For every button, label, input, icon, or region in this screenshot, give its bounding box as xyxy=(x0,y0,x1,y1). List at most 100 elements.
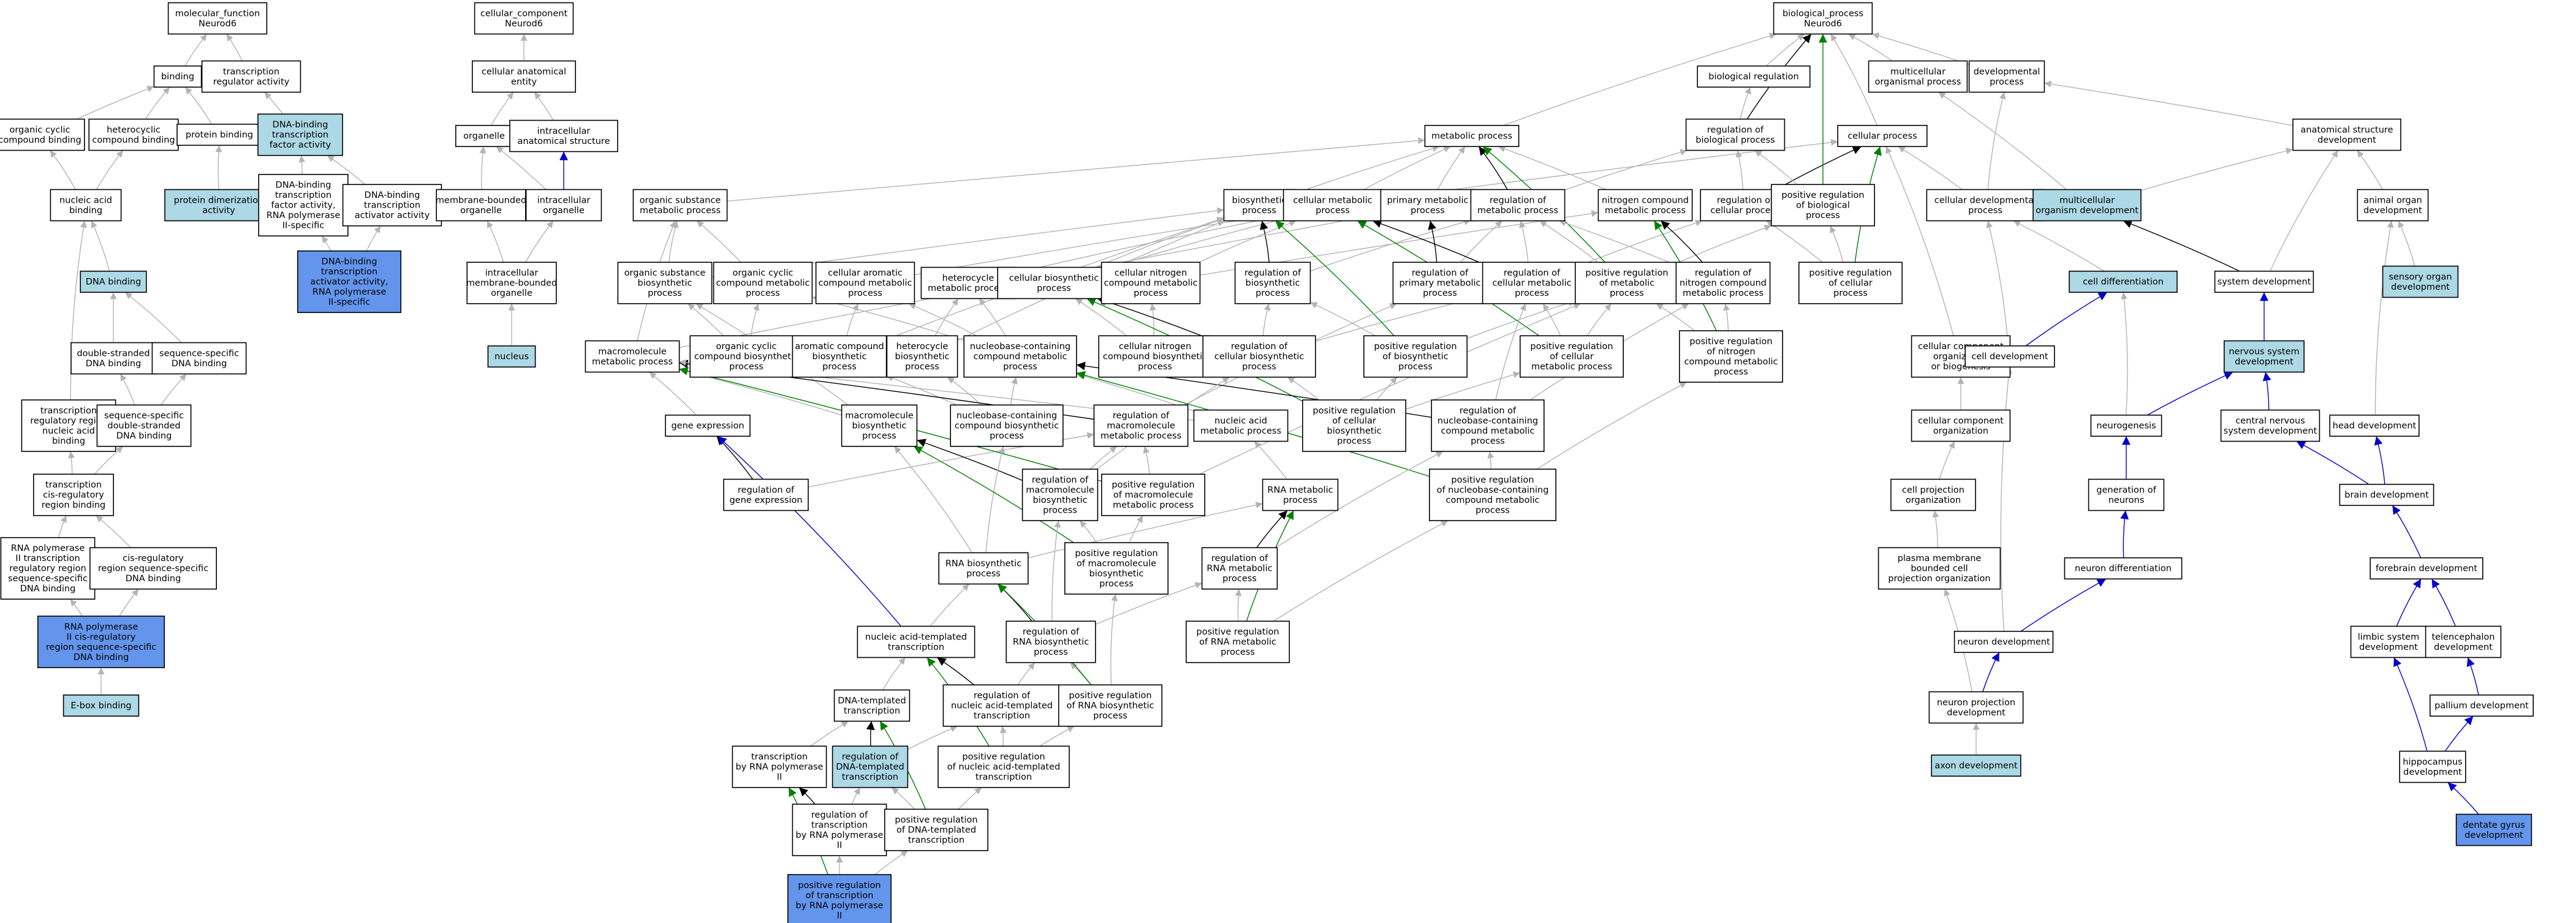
go-node-regnbcmp[interactable]: regulation ofnucleobase-containingcompou… xyxy=(1431,399,1545,452)
go-node-ebox[interactable]: E-box binding xyxy=(63,694,140,717)
go-node-regmacrobp[interactable]: regulation ofmacromoleculebiosyntheticpr… xyxy=(1021,469,1099,521)
go-node-pb[interactable]: protein binding xyxy=(176,123,262,146)
go-node-cellproc[interactable]: cellular process xyxy=(1837,124,1928,148)
go-node-neurondiff[interactable]: neuron differentiation xyxy=(2064,557,2183,580)
go-node-metab[interactable]: metabolic process xyxy=(1424,124,1520,148)
go-node-organelle[interactable]: organelle xyxy=(455,124,513,148)
go-node-sysdev[interactable]: system development xyxy=(2214,270,2314,293)
go-node-nucleus[interactable]: nucleus xyxy=(487,345,536,368)
go-node-celldiff[interactable]: cell differentiation xyxy=(2069,270,2178,293)
go-node-neurondev[interactable]: neuron development xyxy=(1953,630,2054,654)
go-node-geneexp[interactable]: gene expression xyxy=(665,414,751,437)
go-node-axondev[interactable]: axon development xyxy=(1931,754,2021,777)
go-node-celldev[interactable]: cell development xyxy=(1964,345,2055,368)
go-node-braindev[interactable]: brain development xyxy=(2339,483,2434,507)
go-node-biolreg[interactable]: biological regulation xyxy=(1697,65,1811,88)
go-node-binding[interactable]: binding xyxy=(153,65,202,88)
go-node-headdev[interactable]: head development xyxy=(2329,414,2420,437)
